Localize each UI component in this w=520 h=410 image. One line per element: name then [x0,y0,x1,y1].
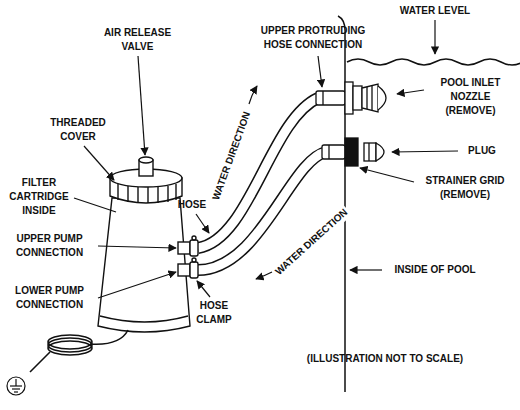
scale-note: (ILLUSTRATION NOT TO SCALE) [272,352,498,366]
flow-label: WATER DIRECTION [271,204,353,279]
leader-arrow [197,281,210,297]
leader-arrow [350,269,382,270]
clamp-label: HOSE CLAMP [188,299,240,327]
water-surface [347,59,520,65]
plug-rib [368,143,369,161]
connection-label: UPPER PUMP CONNECTION [2,232,97,260]
ground-bar [14,391,18,392]
leader-line [74,198,116,212]
leader-arrow [434,20,435,54]
cord-coil [48,335,92,349]
cover-label: THREADED COVER [44,116,112,144]
clamp-screw [192,258,196,262]
upper-hose-clamp [190,240,198,256]
plug-cap [376,143,384,161]
water-level-label: WATER LEVEL [385,4,485,18]
leader-lines [74,20,458,298]
cover-rib [147,187,148,203]
nozzle-label: POOL INLET NOZZLE (REMOVE) [428,76,513,118]
nozzle-rib [371,86,372,110]
inlet-nozzle [362,84,378,112]
lower-hose-clamp [190,262,198,278]
cover-rib [157,187,158,203]
strainer-label: STRAINER GRID (REMOVE) [416,174,514,202]
ground-stem [15,379,16,386]
ground-symbol [7,377,25,395]
nozzle-rib [366,87,367,109]
valve-label: AIR RELEASE VALVE [95,26,180,54]
lower-wall-connection [322,145,345,159]
flow-arrow [256,272,272,279]
filter-pump [98,157,198,332]
connection-rib [322,91,323,105]
cover-rib [175,184,176,200]
flow-arrow [249,86,257,104]
cartridge-label: FILTER CARTRIDGE INSIDE [4,176,74,218]
clamp-screw [192,236,196,240]
valve-top [139,157,153,163]
strainer-fitting [322,138,384,166]
plug-body [364,143,376,161]
leader-arrow [98,272,176,298]
connection-rib [328,145,329,159]
connection-label: UPPER PROTRUDING HOSE CONNECTION [253,24,373,52]
leader-arrow [318,56,322,87]
connection-label: LOWER PUMP CONNECTION [2,284,97,312]
leader-arrow [138,56,145,155]
ground-bar [10,385,22,386]
cover-rib [167,186,168,202]
ground-circle [7,377,25,395]
cover-rib [117,184,118,200]
pump-body [98,198,190,332]
pump-base-line [100,316,188,322]
leader-arrow [392,151,458,152]
cover-rib [127,186,128,202]
inlet-fitting [316,82,386,114]
pool-label: INSIDE OF POOL [385,263,485,277]
inlet-nut [353,86,362,110]
upper-pump-connection [178,242,190,254]
leader-arrow [360,168,414,182]
leader-arrow [196,214,209,233]
upper-protruding-connection [316,91,345,105]
cord-coil [48,338,92,352]
lower-pump-connection [178,264,190,276]
cord [30,352,50,372]
nozzle-tip [378,86,386,110]
cord [90,330,128,344]
leader-arrow [397,90,424,94]
pool-wall [338,16,520,392]
hose-label: HOSE [172,198,212,212]
power-cord [30,330,128,372]
plug-label: PLUG [462,144,502,158]
cover-rib [137,187,138,203]
strainer-grid [345,138,358,166]
ground-bar [12,388,20,389]
inlet-flange [345,82,353,114]
leader-arrow [98,246,176,248]
cord-coil [48,341,92,355]
leader-arrow [84,146,114,180]
